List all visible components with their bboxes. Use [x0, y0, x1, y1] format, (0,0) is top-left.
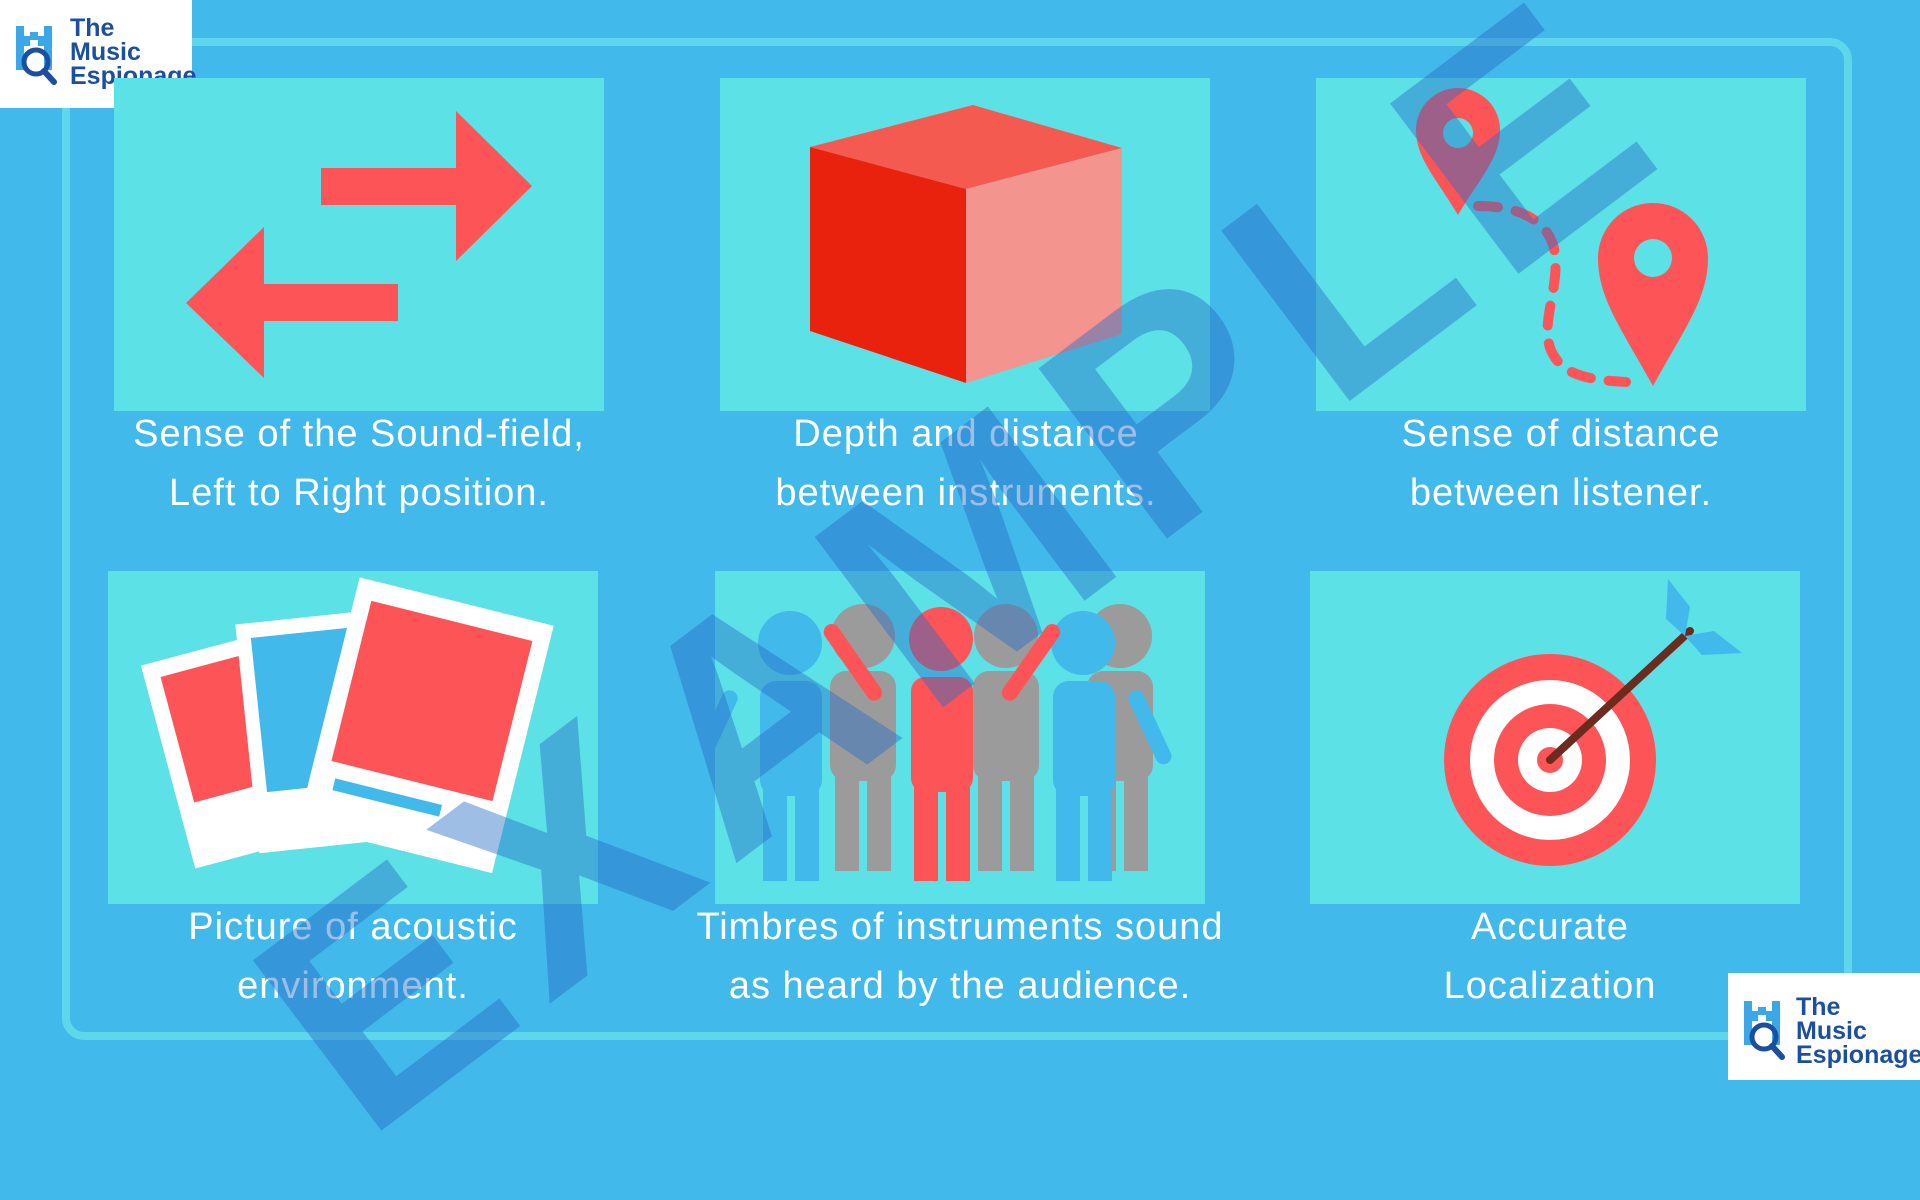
card-timbres-line1: Timbres of instruments sound: [696, 906, 1224, 948]
cube-icon: [810, 105, 1122, 383]
card-acoustic-line2: environment.: [237, 965, 469, 1007]
crowd-icon: [715, 604, 1172, 881]
card-depth-line1: Depth and distance: [793, 413, 1139, 455]
card-distance-line1: Sense of distance: [1401, 413, 1721, 455]
logo-bottom-right: The Music Espionage: [1728, 973, 1920, 1080]
card-localization-caption: Accurate Localization: [1240, 898, 1860, 1016]
logo-text-espionage: Espionage: [1796, 1041, 1920, 1069]
location-pins-icon: [1416, 88, 1708, 387]
logo-text-the: The: [1796, 993, 1841, 1021]
card-timbres-line2: as heard by the audience.: [728, 965, 1192, 1007]
card-distance-icon-tile: [1316, 78, 1806, 411]
card-timbres-caption: Timbres of instruments sound as heard by…: [650, 898, 1270, 1016]
card-localization-icon-tile: [1310, 571, 1800, 904]
left-right-arrows-icon: [186, 111, 532, 378]
card-acoustic-caption: Picture of acoustic environment.: [43, 898, 663, 1016]
card-soundfield-line2: Left to Right position.: [169, 472, 549, 514]
logo-icon: [1744, 1001, 1785, 1060]
logo-icon: [16, 26, 57, 85]
card-distance-caption: Sense of distance between listener.: [1251, 405, 1871, 523]
card-soundfield-icon-tile: [114, 78, 604, 411]
card-acoustic-icon-tile: [108, 571, 598, 904]
content-frame: [62, 38, 1852, 1040]
photos-icon: [140, 577, 554, 874]
card-soundfield-caption: Sense of the Sound-field, Left to Right …: [49, 405, 669, 523]
logo-text-music: Music: [1796, 1017, 1867, 1045]
logo-text-the: The: [70, 14, 115, 42]
card-depth-line2: between instruments.: [775, 472, 1157, 514]
target-icon: [1444, 579, 1742, 866]
logo-text-music: Music: [70, 38, 141, 66]
card-localization-line2: Localization: [1443, 965, 1657, 1007]
card-acoustic-line1: Picture of acoustic: [188, 906, 518, 948]
card-depth-icon-tile: [720, 78, 1210, 411]
card-distance-line2: between listener.: [1409, 472, 1713, 514]
card-depth-caption: Depth and distance between instruments.: [656, 405, 1276, 523]
card-timbres-icon-tile: [715, 571, 1205, 904]
card-localization-line1: Accurate: [1471, 906, 1629, 948]
card-soundfield-line1: Sense of the Sound-field,: [133, 413, 585, 455]
